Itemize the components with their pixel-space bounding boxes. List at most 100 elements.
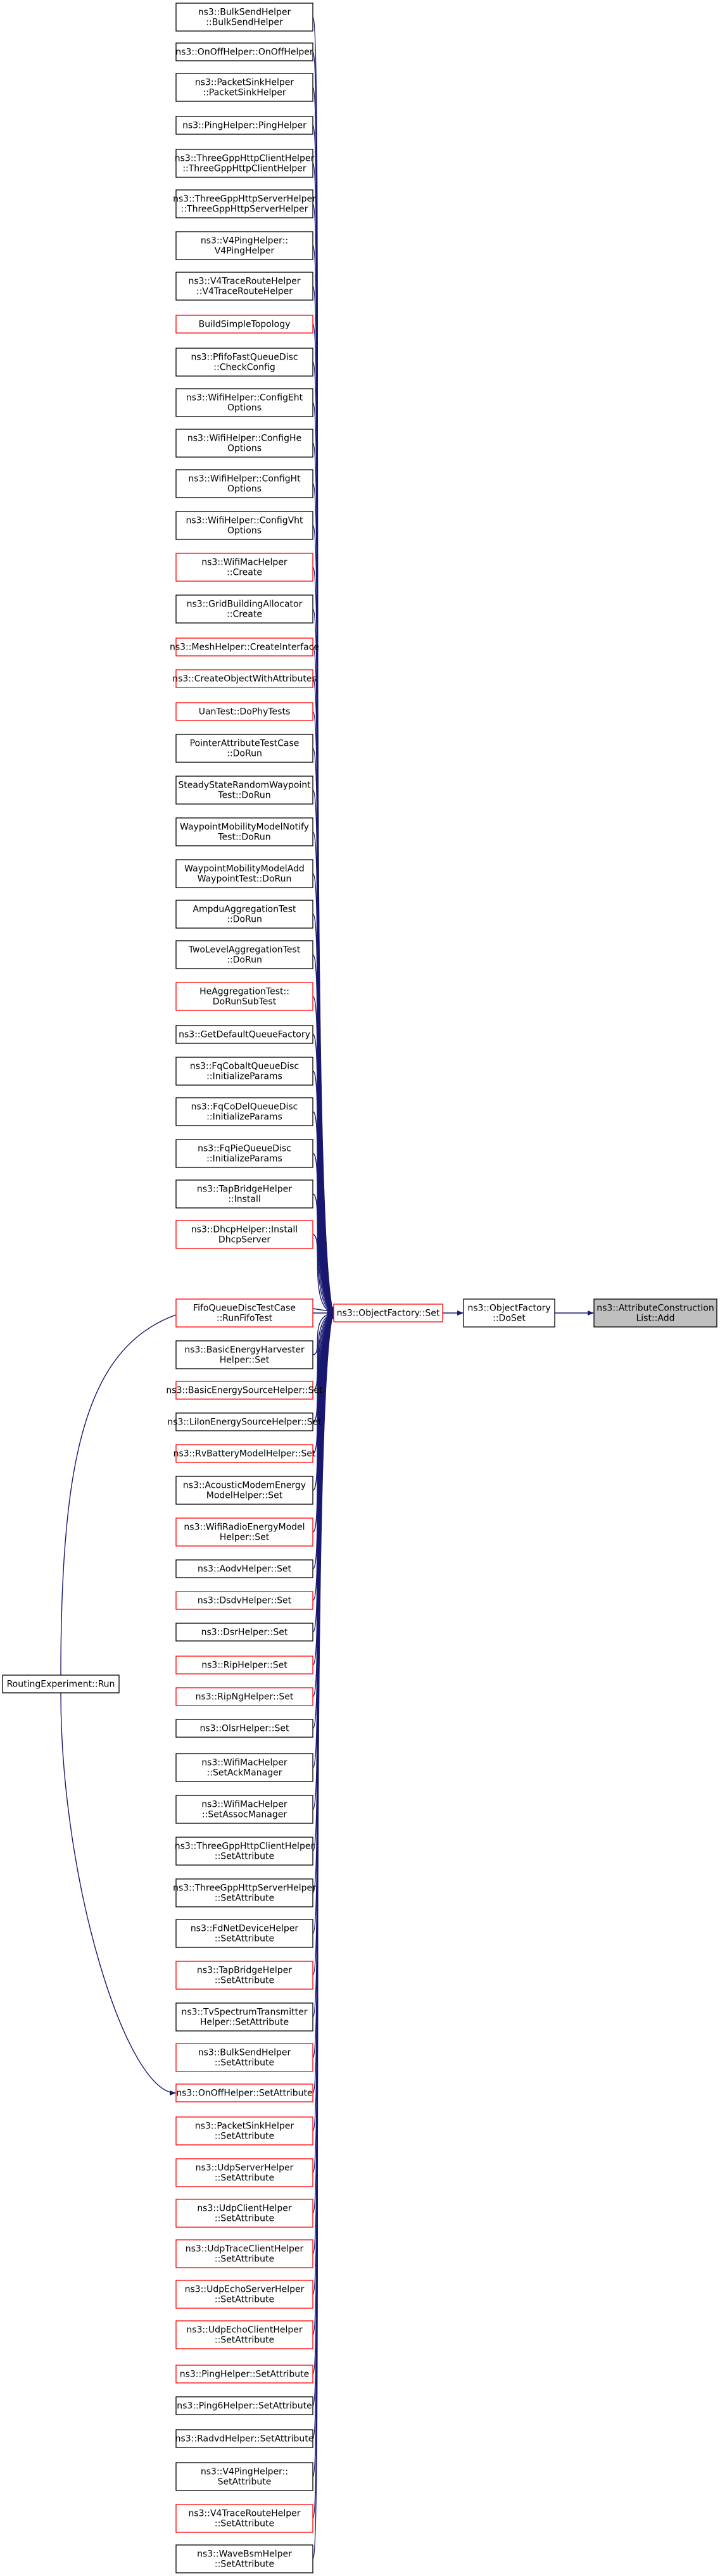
node-caller-1[interactable]: ns3::OnOffHelper::OnOffHelper <box>175 42 313 61</box>
node-caller-26[interactable]: ns3::GetDefaultQueueFactory <box>175 1025 313 1044</box>
node-caller-58-label-line: ns3::UdpEchoServerHelper <box>185 2285 305 2295</box>
node-caller-28[interactable]: ns3::FqCoDelQueueDisc::InitializeParams <box>175 1097 313 1126</box>
node-caller-52-label-line: ::SetAttribute <box>215 2058 274 2068</box>
node-caller-58[interactable]: ns3::UdpEchoServerHelper::SetAttribute <box>175 2280 313 2309</box>
node-caller-39-label-line: ns3::AodvHelper::Set <box>198 1564 292 1574</box>
node-caller-62[interactable]: ns3::RadvdHelper::SetAttribute <box>175 2429 314 2448</box>
node-caller-61[interactable]: ns3::Ping6Helper::SetAttribute <box>175 2396 313 2415</box>
node-caller-6[interactable]: ns3::V4PingHelper::V4PingHelper <box>175 231 313 260</box>
node-caller-51-box <box>175 2002 313 2032</box>
node-caller-49[interactable]: ns3::FdNetDeviceHelper::SetAttribute <box>175 1919 313 1948</box>
node-caller-43[interactable]: ns3::RipNgHelper::Set <box>175 1687 313 1706</box>
node-caller-25[interactable]: HeAggregationTest::DoRunSubTest <box>175 982 313 1011</box>
node-caller-17[interactable]: ns3::CreateObjectWithAttributes <box>172 669 317 688</box>
node-caller-8-box <box>175 315 313 334</box>
node-caller-41-box <box>175 1623 313 1642</box>
node-caller-52[interactable]: ns3::BulkSendHelper::SetAttribute <box>175 2043 313 2072</box>
node-caller-50[interactable]: ns3::TapBridgeHelper::SetAttribute <box>175 1961 313 1990</box>
node-caller-63[interactable]: ns3::V4PingHelper::SetAttribute <box>175 2462 313 2491</box>
node-attribute-construction-list-add-label-line: List::Add <box>636 1314 674 1324</box>
node-caller-47[interactable]: ns3::ThreeGppHttpClientHelper::SetAttrib… <box>175 1837 315 1866</box>
node-caller-9[interactable]: ns3::PfifoFastQueueDisc::CheckConfig <box>175 348 313 377</box>
node-caller-35[interactable]: ns3::LiIonEnergySourceHelper::Set <box>167 1412 322 1431</box>
node-caller-39[interactable]: ns3::AodvHelper::Set <box>175 1559 313 1578</box>
node-caller-24[interactable]: TwoLevelAggregationTest::DoRun <box>175 940 313 969</box>
node-caller-14[interactable]: ns3::WifiMacHelper::Create <box>175 553 313 582</box>
node-caller-22-label-line: WaypointTest::DoRun <box>198 874 292 884</box>
node-caller-16[interactable]: ns3::MeshHelper::CreateInterface <box>170 638 319 657</box>
node-caller-44[interactable]: ns3::OlsrHelper::Set <box>175 1719 313 1738</box>
node-caller-53-label-line: ns3::OnOffHelper::SetAttribute <box>176 2089 312 2099</box>
node-caller-19[interactable]: PointerAttributeTestCase::DoRun <box>175 734 313 763</box>
node-caller-60[interactable]: ns3::PingHelper::SetAttribute <box>175 2365 313 2384</box>
node-caller-7-box <box>175 272 313 301</box>
node-caller-2[interactable]: ns3::PacketSinkHelper::PacketSinkHelper <box>175 73 313 102</box>
node-caller-7[interactable]: ns3::V4TraceRouteHelper::V4TraceRouteHel… <box>175 272 313 301</box>
node-caller-64-label-line: ::SetAttribute <box>215 2519 274 2529</box>
node-caller-42[interactable]: ns3::RipHelper::Set <box>175 1656 313 1674</box>
node-object-factory-doset[interactable]: ns3::ObjectFactory::DoSet <box>463 1298 555 1328</box>
node-caller-56-label-line: ::SetAttribute <box>215 2214 274 2224</box>
node-caller-64[interactable]: ns3::V4TraceRouteHelper::SetAttribute <box>175 2504 313 2533</box>
node-caller-23-box <box>175 900 313 929</box>
node-caller-4[interactable]: ns3::ThreeGppHttpClientHelper::ThreeGppH… <box>175 149 315 178</box>
node-object-factory-doset-label-line: ::DoSet <box>493 1314 526 1324</box>
node-caller-43-label-line: ns3::RipNgHelper::Set <box>196 1692 294 1702</box>
node-caller-30[interactable]: ns3::TapBridgeHelper::Install <box>175 1179 313 1209</box>
node-caller-34[interactable]: ns3::BasicEnergySourceHelper::Set <box>166 1381 323 1400</box>
node-caller-23[interactable]: AmpduAggregationTest::DoRun <box>175 900 313 929</box>
node-caller-3[interactable]: ns3::PingHelper::PingHelper <box>175 116 313 135</box>
node-caller-45-label-line: ns3::WifiMacHelper <box>201 1758 287 1768</box>
node-caller-65[interactable]: ns3::WaveBsmHelper::SetAttribute <box>175 2544 313 2573</box>
node-routing-experiment-run[interactable]: RoutingExperiment::Run <box>2 1674 120 1693</box>
node-caller-29[interactable]: ns3::FqPieQueueDisc::InitializeParams <box>175 1139 313 1168</box>
node-caller-55[interactable]: ns3::UdpServerHelper::SetAttribute <box>175 2158 313 2187</box>
node-caller-22[interactable]: WaypointMobilityModelAddWaypointTest::Do… <box>175 859 313 888</box>
node-caller-19-box <box>175 734 313 763</box>
node-caller-37-label-line: ModelHelper::Set <box>206 1491 283 1501</box>
node-caller-8[interactable]: BuildSimpleTopology <box>175 315 313 334</box>
node-caller-53[interactable]: ns3::OnOffHelper::SetAttribute <box>175 2083 313 2102</box>
edge-caller-36-to-set <box>312 1312 334 1454</box>
node-caller-60-box <box>175 2365 313 2384</box>
node-caller-54[interactable]: ns3::PacketSinkHelper::SetAttribute <box>175 2116 313 2146</box>
node-caller-57[interactable]: ns3::UdpTraceClientHelper::SetAttribute <box>175 2239 313 2268</box>
node-caller-32[interactable]: FifoQueueDiscTestCase::RunFifoTest <box>175 1298 313 1328</box>
node-caller-7-label-line: ::V4TraceRouteHelper <box>196 287 293 297</box>
node-caller-57-box <box>175 2239 313 2268</box>
node-caller-45-box <box>175 1753 313 1782</box>
node-caller-48[interactable]: ns3::ThreeGppHttpServerHelper::SetAttrib… <box>173 1878 316 1907</box>
node-caller-13-label-line: Options <box>227 526 262 536</box>
node-caller-5[interactable]: ns3::ThreeGppHttpServerHelper::ThreeGppH… <box>173 189 316 218</box>
node-caller-4-label-line: ::ThreeGppHttpClientHelper <box>182 164 306 174</box>
node-caller-36[interactable]: ns3::RvBatteryModelHelper::Set <box>174 1444 316 1463</box>
node-object-factory-set[interactable]: ns3::ObjectFactory::Set <box>333 1304 443 1323</box>
node-caller-40[interactable]: ns3::DsdvHelper::Set <box>175 1591 313 1610</box>
node-caller-46[interactable]: ns3::WifiMacHelper::SetAssocManager <box>175 1795 313 1824</box>
node-caller-0[interactable]: ns3::BulkSendHelper::BulkSendHelper <box>175 3 313 32</box>
node-caller-15[interactable]: ns3::GridBuildingAllocator::Create <box>175 594 313 624</box>
node-caller-18[interactable]: UanTest::DoPhyTests <box>175 702 313 721</box>
node-caller-27[interactable]: ns3::FqCobaltQueueDisc::InitializeParams <box>175 1057 313 1086</box>
node-caller-56[interactable]: ns3::UdpClientHelper::SetAttribute <box>175 2199 313 2228</box>
node-caller-56-label-line: ns3::UdpClientHelper <box>197 2204 292 2214</box>
node-attribute-construction-list-add-label-line: ns3::AttributeConstruction <box>597 1304 714 1314</box>
node-caller-59[interactable]: ns3::UdpEchoClientHelper::SetAttribute <box>175 2320 313 2349</box>
node-caller-9-label-line: ::CheckConfig <box>213 363 275 373</box>
node-caller-41[interactable]: ns3::DsrHelper::Set <box>175 1623 313 1642</box>
node-caller-57-label-line: ns3::UdpTraceClientHelper <box>186 2244 304 2254</box>
node-caller-10-box <box>175 388 313 417</box>
node-caller-51[interactable]: ns3::TvSpectrumTransmitterHelper::SetAtt… <box>175 2002 313 2032</box>
node-caller-45[interactable]: ns3::WifiMacHelper::SetAckManager <box>175 1753 313 1782</box>
